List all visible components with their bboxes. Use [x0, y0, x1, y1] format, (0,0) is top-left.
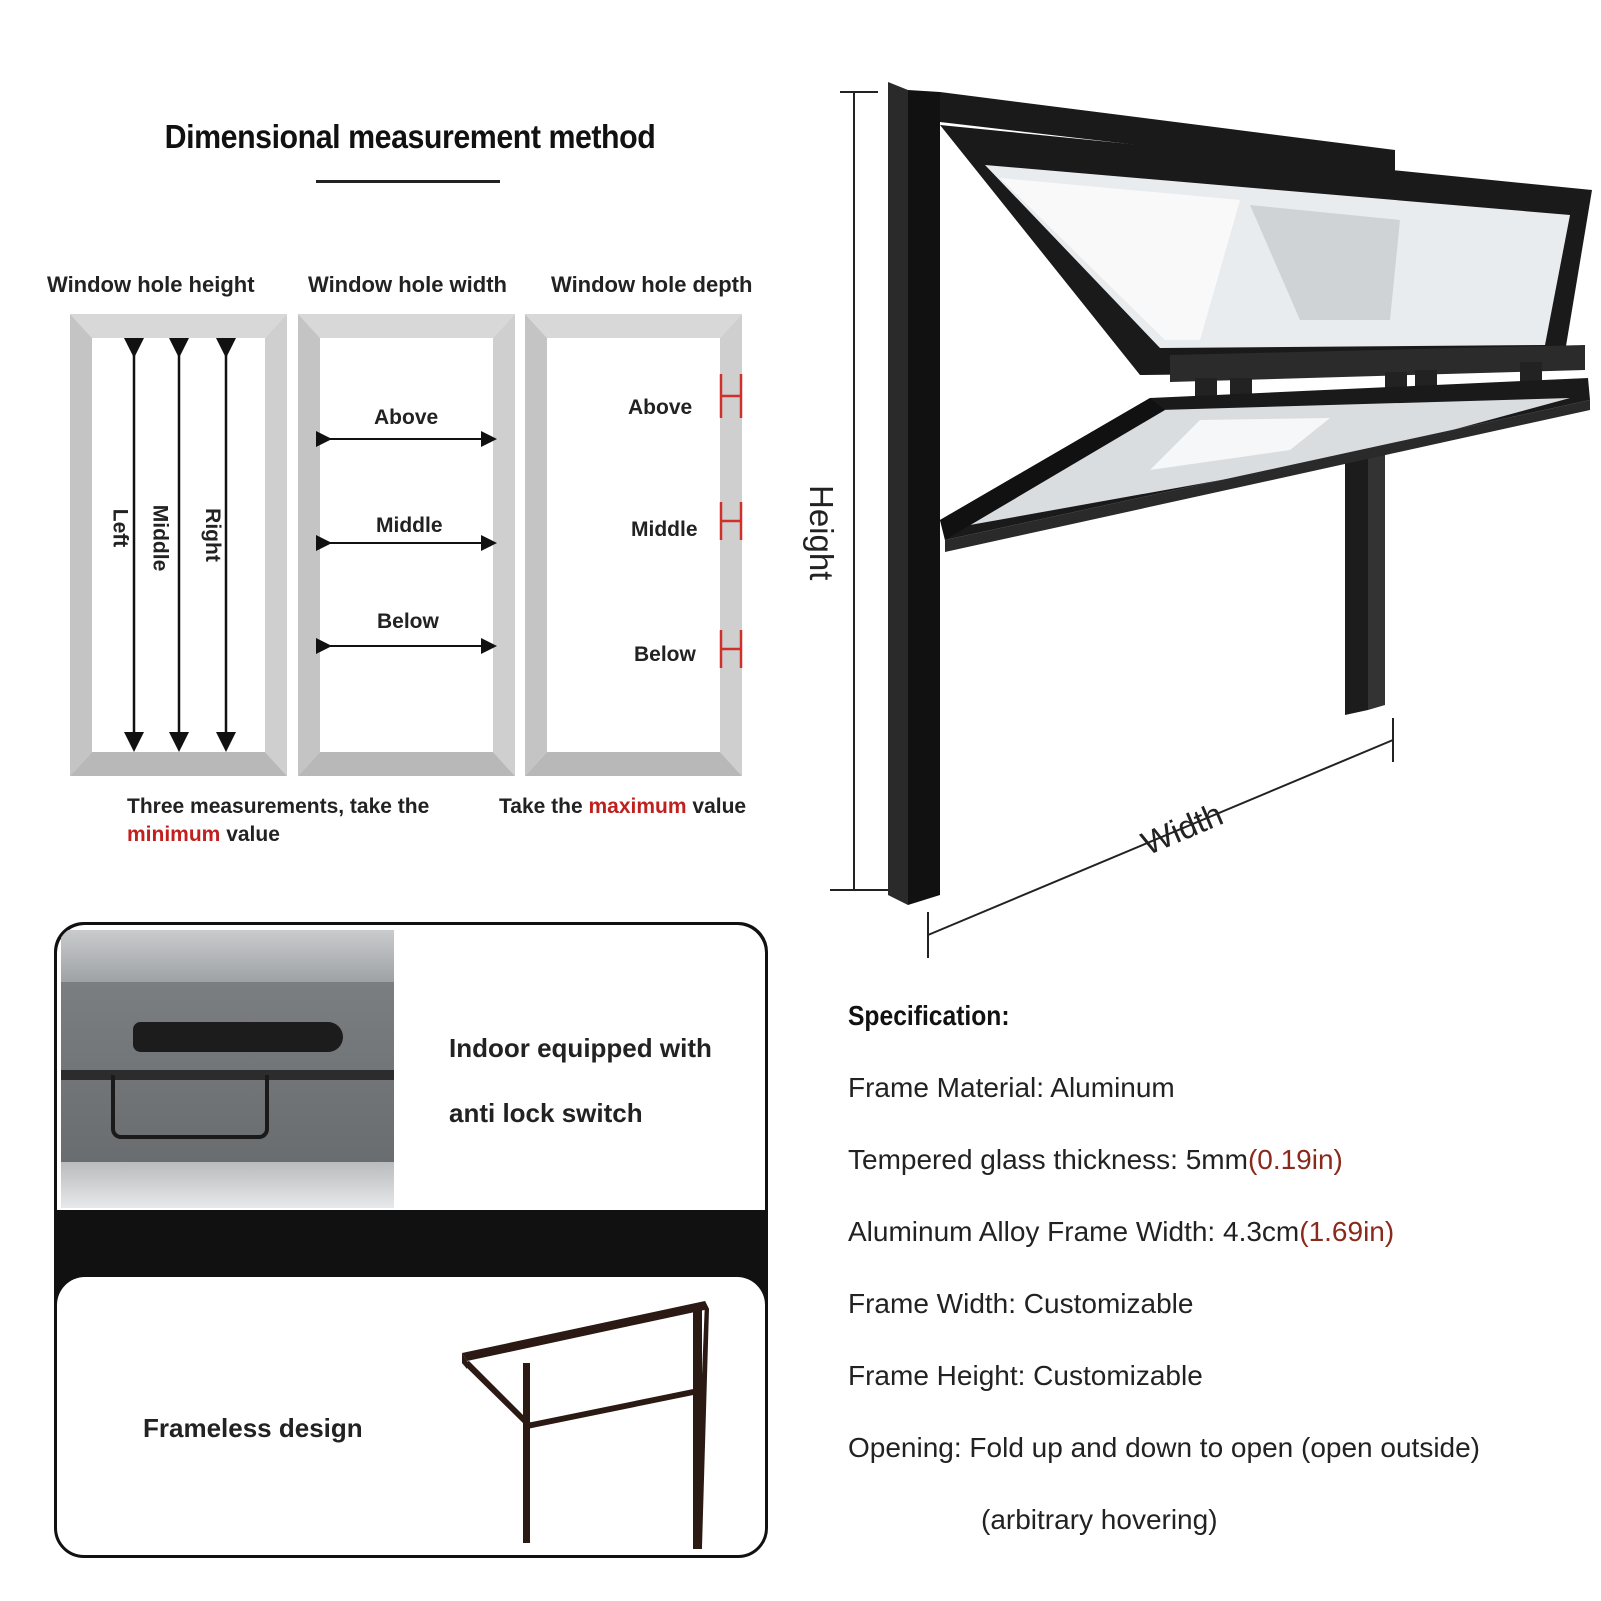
- column-heading-width: Window hole width: [308, 272, 507, 297]
- anti-lock-switch: [111, 1075, 269, 1139]
- height-label: Height: [803, 485, 840, 581]
- spec-glass-thickness-in: (0.19in): [1247, 1144, 1343, 1175]
- label-width-middle: Middle: [376, 514, 443, 537]
- spec-frame-width: Frame Width: Customizable: [848, 1288, 1194, 1319]
- spec-glass-thickness: Tempered glass thickness: 5mm: [848, 1144, 1248, 1175]
- label-width-above: Above: [374, 406, 439, 429]
- column-heading-height: Window hole height: [47, 272, 255, 297]
- label-depth-below: Below: [634, 643, 696, 666]
- features-panel: Indoor equipped with anti lock switch Fr…: [54, 922, 768, 1558]
- frame-render: [462, 1301, 709, 1549]
- spec-frame-width-alloy: Aluminum Alloy Frame Width: 4.3cm: [848, 1216, 1300, 1247]
- spec-frame-material: Frame Material: Aluminum: [848, 1072, 1175, 1103]
- feature-frameless-text: Frameless design: [143, 1413, 363, 1443]
- column-heading-depth: Window hole depth: [551, 272, 753, 297]
- note-minimum-text: Three measurements, take the: [127, 795, 430, 818]
- measurement-title: Dimensional measurement method: [164, 118, 656, 155]
- feature-handle-line2: anti lock switch: [449, 1098, 643, 1128]
- upper-sash: [940, 125, 1592, 402]
- spec-frame-height: Frame Height: Customizable: [848, 1360, 1203, 1391]
- label-depth-middle: Middle: [631, 518, 698, 541]
- note-maximum: Take the maximum value: [499, 793, 746, 821]
- feature-card-frameless: Frameless design: [57, 1277, 765, 1555]
- note-maximum-tail: value: [692, 795, 747, 818]
- spec-item: Tempered glass thickness: 5mm(0.19in): [848, 1144, 1343, 1176]
- note-maximum-pre: Take the: [499, 795, 583, 818]
- width-frame: [298, 314, 515, 776]
- note-minimum-highlight: minimum: [127, 823, 221, 846]
- depth-frame: [525, 314, 743, 776]
- spec-item: Frame Width: Customizable: [848, 1288, 1193, 1320]
- label-depth-above: Above: [628, 396, 693, 419]
- specification-title: Specification:: [848, 1000, 1010, 1031]
- spec-item: Opening: Fold up and down to open (open …: [848, 1432, 1480, 1464]
- window-frame-post: [888, 82, 1395, 905]
- handle-lever: [133, 1022, 343, 1052]
- note-maximum-highlight: maximum: [588, 795, 687, 818]
- spec-item: Frame Material: Aluminum: [848, 1072, 1175, 1104]
- width-dimension: [927, 718, 1394, 958]
- spec-frame-width-alloy-in: (1.69in): [1299, 1216, 1395, 1247]
- note-minimum: Three measurements, take the minimum val…: [127, 793, 429, 849]
- spec-opening: Opening: Fold up and down to open (open …: [848, 1432, 1481, 1463]
- spec-item: Aluminum Alloy Frame Width: 4.3cm(1.69in…: [848, 1216, 1394, 1248]
- lower-sash: [940, 378, 1590, 552]
- label-width-below: Below: [377, 610, 439, 633]
- spec-opening-continuation: (arbitrary hovering): [981, 1504, 1218, 1535]
- feature-card-handle: Indoor equipped with anti lock switch: [57, 925, 765, 1210]
- window-handle-photo: [61, 930, 394, 1208]
- height-frame: [70, 314, 287, 776]
- spec-item: Frame Height: Customizable: [848, 1360, 1203, 1392]
- title-underline: [316, 180, 500, 183]
- feature-handle-line1: Indoor equipped with: [449, 1033, 712, 1063]
- note-minimum-tail: value: [226, 823, 280, 846]
